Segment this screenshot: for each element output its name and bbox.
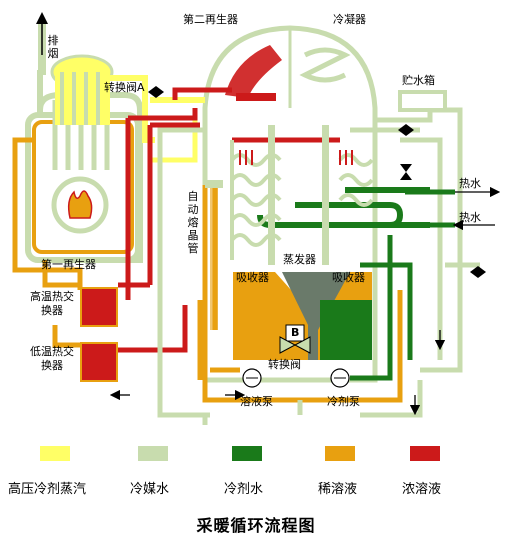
hot-water-label-2: 热水 (459, 211, 481, 224)
second-generator-base (236, 93, 276, 101)
high-temp-exchanger-label: 高温热交换器 (30, 290, 74, 317)
flame-icon (67, 190, 93, 219)
water-tank-label: 贮水箱 (402, 74, 435, 87)
absorber-label-2: 吸收器 (332, 271, 365, 284)
spray-pipe-left (268, 125, 275, 265)
legend-swatch-refrigerant-water (232, 446, 262, 461)
evaporator-funnel (282, 272, 350, 360)
spray-nozzles (239, 150, 353, 165)
auto-melt-tube-label: 自动熔晶管 (187, 190, 199, 255)
refrigerant-pump-label: 冷剂泵 (327, 395, 360, 408)
legend-label-refrigerant-water: 冷剂水 (224, 482, 264, 497)
refrigerant-pump (330, 368, 350, 388)
legend-swatch-concentrated-solution (410, 446, 440, 461)
legend-label-dilute-solution: 稀溶液 (318, 482, 358, 497)
unit-shell (37, 70, 143, 263)
solution-pump (242, 368, 262, 388)
switch-valve-a-label: 转换阀A (104, 81, 145, 94)
legend-swatch-chilled-water (138, 446, 168, 461)
legend-label-concentrated-solution: 浓溶液 (402, 482, 442, 497)
valve-b (279, 324, 311, 354)
refrigerant-water-lines (350, 235, 413, 381)
legend-label-chilled-water: 冷媒水 (130, 482, 170, 497)
absorber-label-1: 吸收器 (236, 271, 269, 284)
low-temp-exchanger-label: 低温热交换器 (30, 345, 74, 372)
refrigerant-sump (320, 300, 372, 360)
legend-swatch-high-pressure-steam (40, 446, 70, 461)
auto-melt-tube-pipe (205, 180, 223, 330)
condenser-label: 冷凝器 (333, 13, 366, 26)
legend-swatch-dilute-solution (325, 446, 355, 461)
water-tank (398, 90, 447, 112)
valve-b-label: B (291, 326, 300, 339)
diagram-caption: 采暖循环流程图 (196, 516, 316, 535)
solution-pump-label: 溶液泵 (240, 395, 273, 408)
steam-header (50, 54, 114, 125)
valve-icons (148, 86, 486, 278)
flow-arrows (109, 186, 501, 416)
concentrated-solution-lines (118, 87, 340, 353)
condenser-coil (299, 47, 351, 83)
spray-pipe-right (322, 125, 329, 265)
legend-label-high-pressure-steam: 高压冷剂蒸汽 (8, 482, 87, 497)
switch-valve-label: 转换阀 (268, 358, 301, 371)
high-temp-exchanger-box (80, 287, 118, 327)
hot-water-pipes (405, 189, 455, 228)
low-temp-exchanger-box (80, 342, 118, 382)
exhaust-label: 排烟 (47, 34, 59, 60)
second-generator-label: 第二再生器 (183, 13, 238, 26)
hot-water-label-1: 热水 (459, 177, 481, 190)
second-generator-body (225, 45, 282, 98)
first-generator-label: 第一再生器 (41, 258, 96, 271)
evaporator-label: 蒸发器 (283, 253, 316, 266)
